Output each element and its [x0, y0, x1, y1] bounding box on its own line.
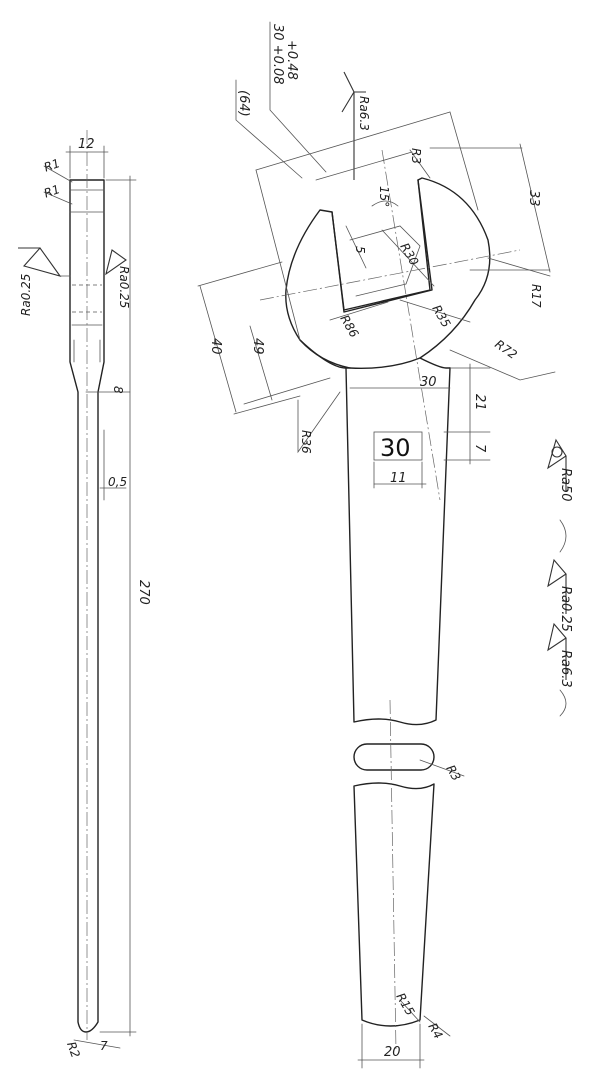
dim-7: 7: [472, 444, 487, 453]
wrench-neck: [299, 339, 451, 369]
finish-note-ra50: Ra50: [558, 468, 573, 502]
head-view: (64) +0.48 30 +0.08 Ra6.3 R3 33 15° 5 R3…: [197, 21, 556, 501]
dim-21: 21: [472, 394, 487, 411]
finish-note-ra63: Ra6.3: [558, 650, 573, 688]
dim-64: (64): [236, 90, 251, 117]
finish-ra025-right: Ra0.25: [117, 266, 131, 308]
dim-end-r15: R15: [393, 991, 417, 1018]
dim-offset-05: 0,5: [108, 475, 127, 489]
dim-handle-30: 30: [420, 375, 437, 390]
handle-lower: [353, 782, 435, 1027]
dim-angle-15: 15°: [377, 186, 391, 207]
finish-ra025-left: Ra0.25: [19, 274, 33, 316]
dim-slot-r3: R3: [443, 763, 463, 784]
dim-radius-r36: R36: [299, 430, 313, 454]
dim-33: 33: [526, 190, 541, 207]
dim-step-8: 8: [111, 386, 125, 394]
finish-note-ra025: Ra0.25: [558, 586, 573, 632]
dim-radius-r35: R35: [429, 303, 453, 330]
side-view-outline: [69, 179, 105, 1033]
dim-radius-r3-head: R3: [409, 148, 423, 164]
marking-30: 30: [380, 434, 411, 462]
dim-radius-r2: R2: [64, 1040, 83, 1060]
dim-end-7: 7: [100, 1039, 108, 1053]
marking-box: [373, 431, 423, 461]
dim-radius-r1-a: R1: [42, 156, 62, 175]
jaw-opening: [331, 179, 433, 313]
surface-finish-note: Ra50 Ra0.25 Ra6.3: [547, 438, 573, 717]
handle-slot: [353, 743, 435, 771]
dim-width-20: 20: [384, 1045, 401, 1060]
dim-radius-r86: R86: [337, 313, 361, 341]
side-view: 12 R1 R1 270 Ra0.25 Ra0.25 8 0,5 R2 7: [18, 130, 151, 1060]
finish-jaw-ra63: Ra6.3: [357, 96, 371, 131]
dim-radius-r17: R17: [529, 284, 543, 308]
dim-5: 5: [353, 246, 367, 254]
dim-tolerance-upper: +0.48: [284, 40, 299, 80]
handle-upper: [345, 367, 451, 726]
dim-end-r4: R4: [425, 1021, 445, 1042]
dim-tolerance-lower: 30 +0.08: [270, 24, 285, 85]
handle-view: R3 30 21 7 30 11 R15 R4 20: [345, 363, 491, 1069]
dim-49: 49: [250, 338, 265, 355]
dim-length-270: 270: [136, 580, 151, 605]
wrench-head-outline: [285, 177, 491, 369]
dim-width-12: 12: [78, 137, 95, 152]
dim-radius-r1-b: R1: [42, 182, 62, 201]
head-centerline: [381, 149, 441, 501]
dim-11: 11: [390, 471, 407, 486]
dim-40: 40: [208, 338, 223, 355]
dim-radius-r72: R72: [492, 337, 519, 362]
